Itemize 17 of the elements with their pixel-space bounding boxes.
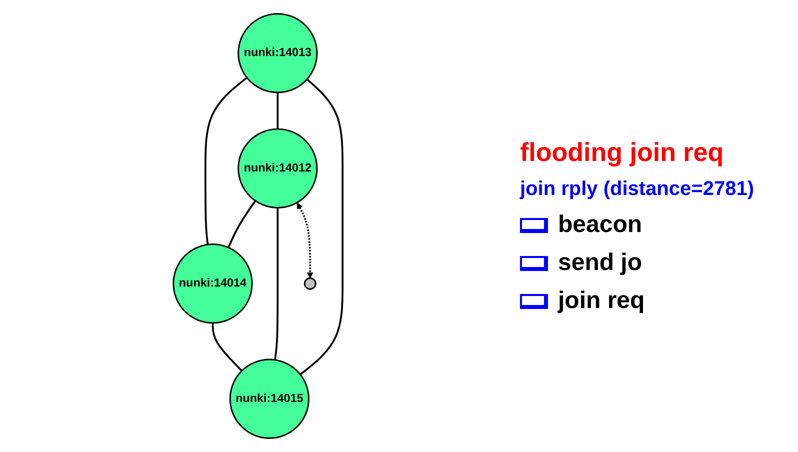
connector — [276, 92, 279, 130]
arrow — [296, 202, 314, 278]
node-circle — [304, 277, 316, 290]
connector — [300, 78, 344, 376]
connector — [228, 200, 256, 248]
legend-text: join req — [558, 287, 645, 315]
node-circle: nunki:14015 — [229, 358, 310, 439]
connector — [204, 76, 248, 245]
node-circle: nunki:14014 — [172, 244, 253, 324]
annotation-text: join rply (distance=2781) — [520, 178, 755, 201]
connector — [274, 208, 279, 360]
legend-text: send jo — [558, 249, 642, 277]
node-circle: nunki:14013 — [238, 13, 318, 94]
legend-text: beacon — [558, 211, 642, 239]
connector — [212, 322, 242, 372]
node-circle: nunki:14012 — [238, 128, 318, 208]
annotation-text: flooding join req — [520, 137, 725, 168]
